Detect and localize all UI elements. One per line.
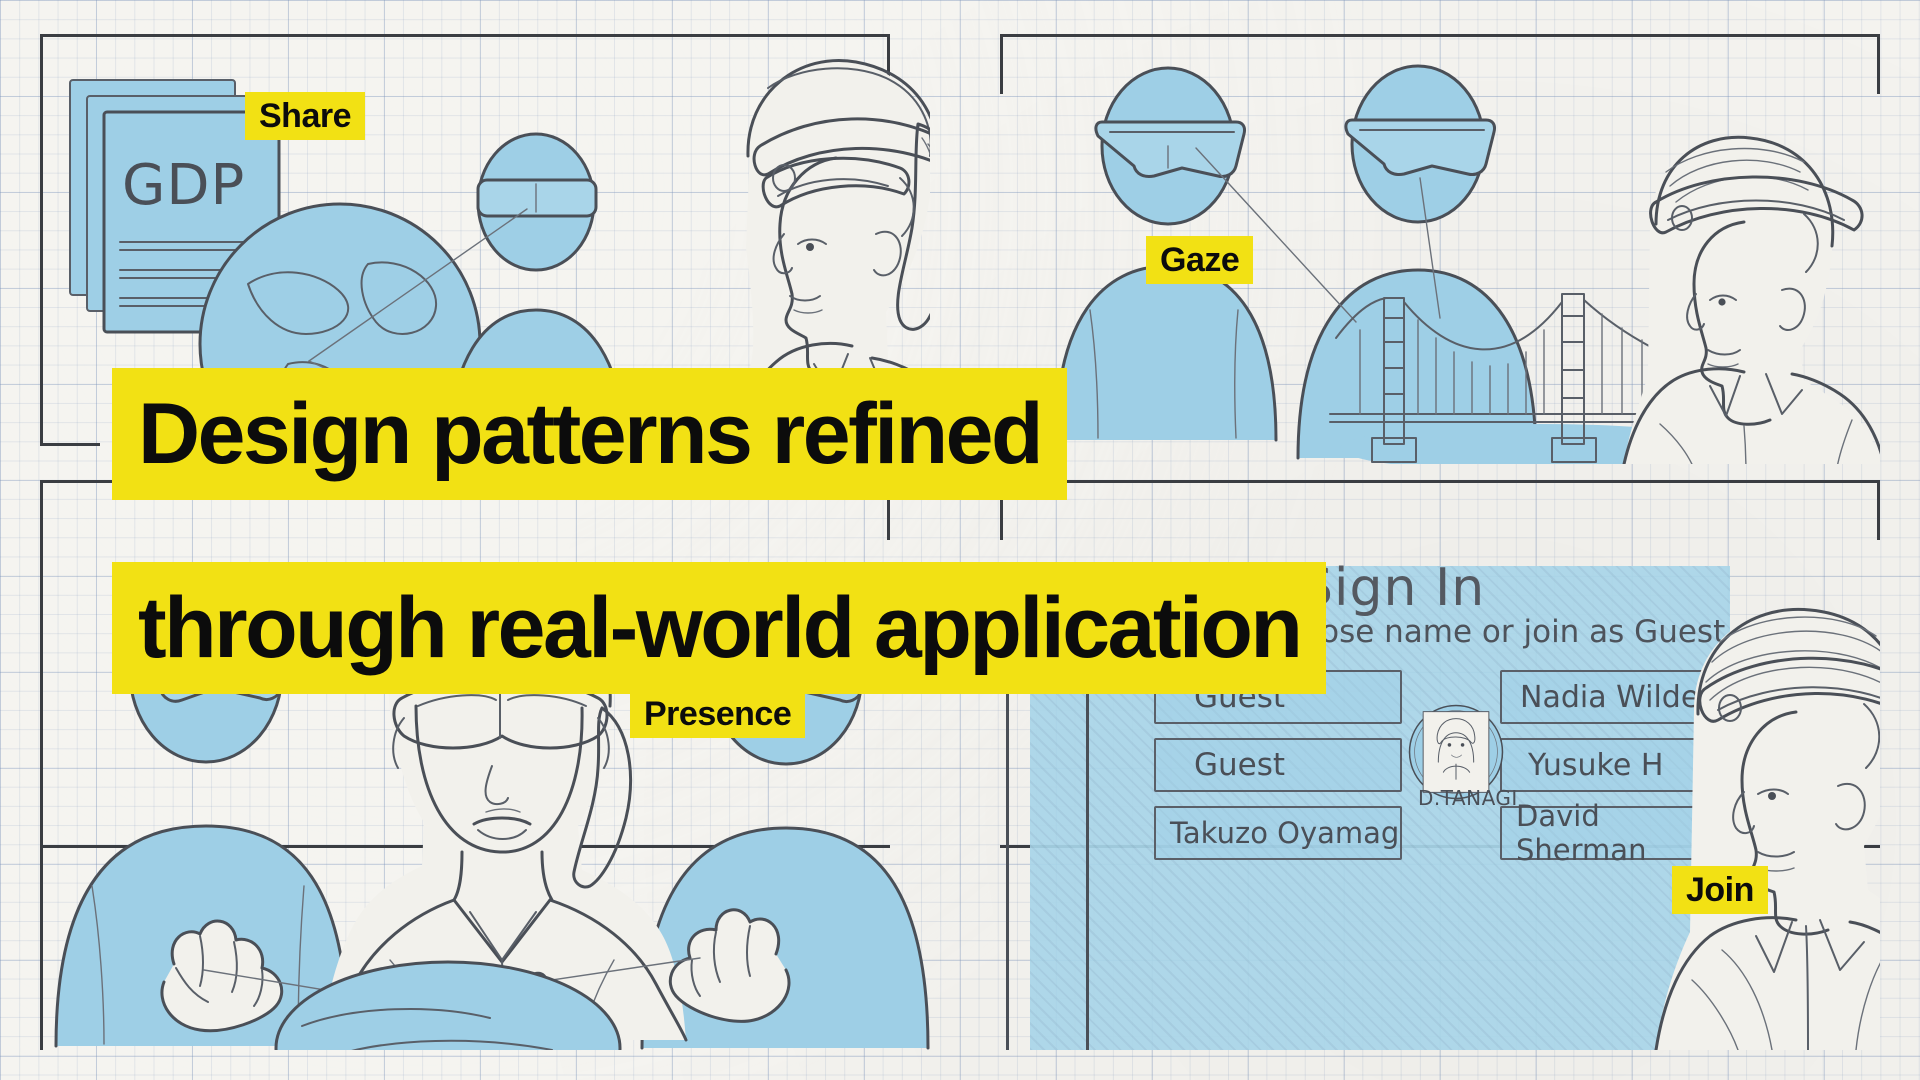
- gaze-ray-line: [1195, 147, 1357, 323]
- panel-frame-share: [40, 34, 930, 464]
- tag-join: Join: [1672, 866, 1768, 914]
- sketch-hand-right: [668, 908, 791, 1023]
- headline-line-1-text: Design patterns refined: [138, 386, 1044, 482]
- name-option-takuzo[interactable]: Takuzo Oyamag: [1154, 806, 1402, 860]
- tag-share: Share: [245, 92, 365, 140]
- hmd-headset-icon: [1698, 656, 1880, 769]
- name-option-nadia[interactable]: Nadia Wilde: [1500, 670, 1738, 724]
- gdp-document-stack: GDP: [69, 79, 281, 334]
- sketch-hand-left: [160, 919, 284, 1033]
- panel-gaze: Gaze: [1000, 34, 1880, 464]
- board-edge-left: [1006, 566, 1009, 1050]
- hmd-visor-icon: [1344, 118, 1496, 176]
- tag-join-label: Join: [1686, 870, 1754, 909]
- hmd-visor-icon: [1094, 120, 1246, 178]
- panel-presence: Presence: [40, 480, 930, 1050]
- panel-frame-gaze: [1000, 34, 1880, 464]
- sketch-person-headset-join: [1654, 607, 1880, 1050]
- panel-join: Sign In Please choose name or join as Gu…: [1000, 480, 1880, 1050]
- tag-share-label: Share: [259, 96, 352, 135]
- hmd-headset-icon: [752, 117, 930, 237]
- shared-sphere-presence: [274, 960, 622, 1050]
- name-option-label: David Sherman: [1516, 799, 1647, 867]
- badge-name-label: D.TANAGI: [1418, 786, 1518, 810]
- headline-line-1: Design patterns refined: [112, 368, 1068, 500]
- headline-line-2: through real-world application: [112, 562, 1327, 694]
- hmd-headset-icon: [1649, 175, 1864, 273]
- signin-card: Sign In Please choose name or join as Gu…: [1140, 558, 1740, 1050]
- tag-presence: Presence: [630, 690, 806, 738]
- board-edge-left-2: [1086, 566, 1089, 1050]
- name-option-label: Yusuke H: [1528, 747, 1664, 783]
- name-option-guest-2[interactable]: Guest: [1154, 738, 1402, 792]
- svg-text:GDP: GDP: [122, 153, 245, 218]
- tag-gaze-label: Gaze: [1160, 240, 1240, 279]
- blue-avatar-gaze-b: [1296, 64, 1538, 460]
- name-option-label: Guest: [1194, 747, 1286, 783]
- headline-line-2-text: through real-world application: [138, 580, 1303, 676]
- hmd-visor-icon: [476, 178, 598, 218]
- signin-title: Sign In: [1300, 558, 1486, 618]
- name-option-label: Takuzo Oyamag: [1170, 816, 1400, 850]
- blue-avatar-gaze-a: [1054, 66, 1278, 442]
- tag-gaze: Gaze: [1146, 236, 1254, 284]
- name-option-label: Nadia Wilde: [1520, 679, 1700, 715]
- sketch-person-headset-gaze: [1622, 135, 1880, 464]
- tag-presence-label: Presence: [644, 694, 792, 733]
- user-badge-portrait[interactable]: [1408, 682, 1504, 822]
